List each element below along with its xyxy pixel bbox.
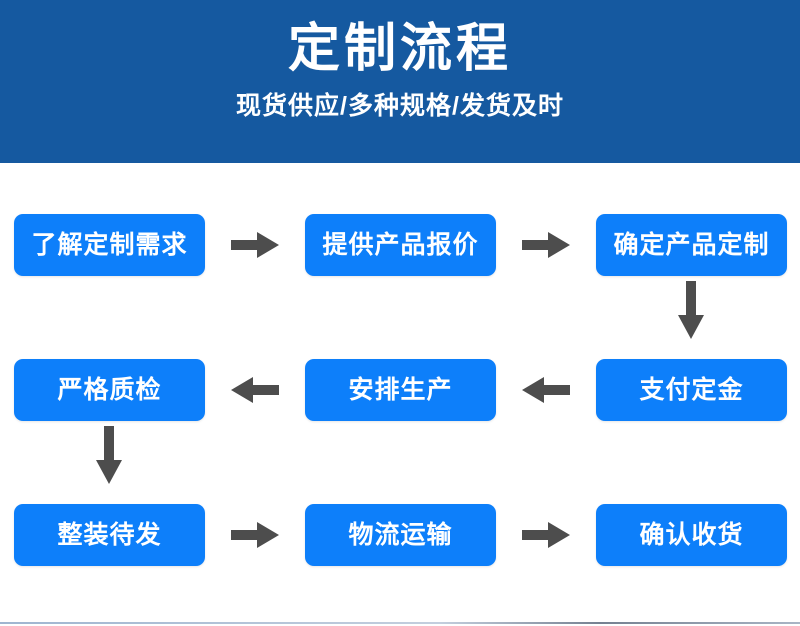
arrow-right-icon: [522, 522, 570, 548]
process-node-pay-deposit[interactable]: 支付定金: [596, 359, 787, 421]
arrow-right-icon: [522, 232, 570, 258]
page-subtitle: 现货供应/多种规格/发货及时: [236, 92, 564, 121]
arrow-down-icon: [96, 426, 122, 484]
process-flow-diagram: 了解定制需求 提供产品报价 确定产品定制 严格质检: [0, 163, 800, 613]
node-label: 整装待发: [57, 520, 162, 549]
connector-slot: [205, 359, 305, 421]
page-title: 定制流程: [287, 20, 512, 78]
process-node-logistics-transport[interactable]: 物流运输: [305, 504, 496, 566]
process-node-strict-inspection[interactable]: 严格质检: [14, 359, 205, 421]
process-node-provide-quotation[interactable]: 提供产品报价: [305, 214, 496, 276]
connector-slot: [205, 214, 305, 276]
header-banner: 定制流程 现货供应/多种规格/发货及时: [0, 0, 800, 163]
arrow-left-icon: [231, 377, 279, 403]
node-label: 物流运输: [348, 520, 453, 549]
process-row-3: 整装待发 物流运输 确认收货: [0, 504, 800, 566]
process-node-confirm-customization[interactable]: 确定产品定制: [596, 214, 787, 276]
arrow-right-icon: [231, 232, 279, 258]
node-label: 提供产品报价: [322, 230, 479, 259]
process-node-packed-ready[interactable]: 整装待发: [14, 504, 205, 566]
bottom-edge-sliver: [0, 620, 800, 626]
arrow-left-icon: [522, 377, 570, 403]
arrow-down-icon: [678, 281, 704, 339]
connector-slot: [496, 214, 596, 276]
node-label: 了解定制需求: [31, 230, 188, 259]
node-label: 支付定金: [639, 375, 744, 404]
process-row-2: 严格质检 安排生产 支付定金: [0, 359, 800, 421]
process-node-understand-requirements[interactable]: 了解定制需求: [14, 214, 205, 276]
connector-slot: [496, 504, 596, 566]
node-label: 确认收货: [639, 520, 744, 549]
node-label: 安排生产: [348, 375, 453, 404]
node-label: 确定产品定制: [613, 230, 770, 259]
connector-slot: [496, 359, 596, 421]
bottom-edge-line: [0, 622, 800, 624]
connector-slot: [205, 504, 305, 566]
process-node-confirm-receipt[interactable]: 确认收货: [596, 504, 787, 566]
process-node-arrange-production[interactable]: 安排生产: [305, 359, 496, 421]
process-row-1: 了解定制需求 提供产品报价 确定产品定制: [0, 214, 800, 276]
node-label: 严格质检: [57, 375, 162, 404]
arrow-right-icon: [231, 522, 279, 548]
